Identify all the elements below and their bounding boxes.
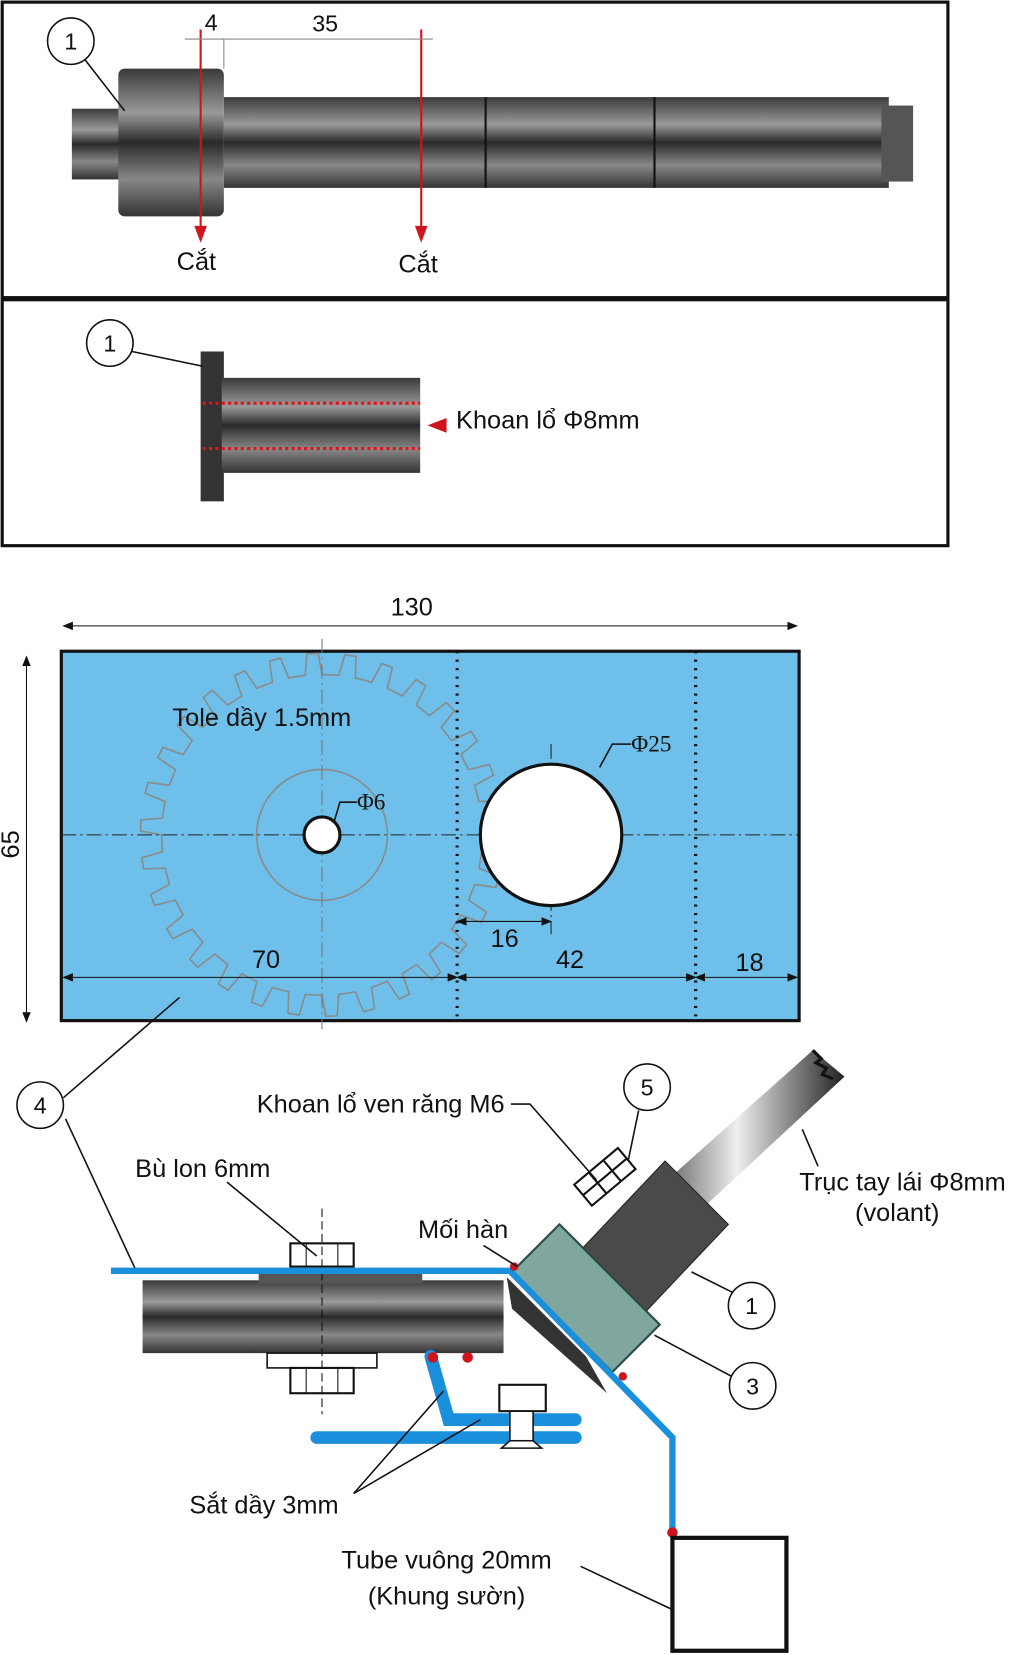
dim-35: 35	[312, 11, 338, 37]
dim-4: 4	[205, 10, 218, 36]
drill-label: Khoan lổ Φ8mm	[456, 407, 640, 435]
width-value: 130	[391, 593, 433, 621]
square-tube	[670, 1535, 789, 1653]
weld-label: Mối hàn	[418, 1216, 508, 1244]
large-hole-label: Φ25	[631, 732, 671, 758]
plate-section	[110, 1267, 676, 1536]
callout-circle	[728, 1361, 777, 1410]
callout-number: 3	[746, 1373, 759, 1399]
callout-number: 1	[103, 330, 116, 356]
callout-number: 1	[745, 1293, 758, 1319]
top-panel: 4 35 Cắt Cắt 1	[0, 0, 950, 300]
dim-70: 70	[252, 946, 280, 974]
assembly-drawing: 4 Khoan lổ ven răng M6 5 Bù lon 6mm	[16, 996, 1006, 1653]
plate	[59, 649, 801, 1023]
material-label: Tole dầy 1.5mm	[172, 704, 351, 732]
small-hole-label: Φ6	[357, 790, 386, 816]
callout-number: 5	[641, 1075, 654, 1101]
dim-18: 18	[735, 949, 763, 977]
small-hole	[302, 815, 342, 855]
nut-label: Bù lon 6mm	[135, 1155, 270, 1183]
callout-circle	[85, 319, 134, 368]
set-screw	[572, 1146, 638, 1208]
plate-drawing: 130 65 Tole dầy 1.5mm Φ6 Φ25 16 70 42 18	[0, 593, 801, 1030]
gear	[142, 1280, 504, 1354]
shaft-label: Trục tay lái Φ8mm	[799, 1169, 1005, 1197]
shaft-label-sub: (volant)	[855, 1199, 939, 1227]
callout-circle	[623, 1063, 672, 1112]
cut-label-left: Cắt	[177, 247, 216, 276]
callout-circle	[46, 17, 95, 66]
steering-shaft	[665, 1050, 845, 1214]
arrow-up-icon	[414, 225, 428, 243]
large-hole	[478, 762, 624, 908]
shaft-piece	[221, 377, 421, 473]
shaft-photo	[71, 68, 914, 217]
panel-frame	[0, 298, 950, 548]
height-value: 65	[0, 830, 25, 858]
arrow-left-icon	[427, 417, 447, 433]
arrow-up-icon	[194, 225, 207, 243]
callout-number: 1	[64, 29, 77, 55]
dim-42: 42	[556, 946, 584, 974]
bolt	[498, 1383, 547, 1449]
dim-16: 16	[491, 925, 519, 953]
tube-label-sub: (Khung sườn)	[368, 1582, 525, 1610]
callout-number: 4	[34, 1093, 47, 1119]
middle-panel: Khoan lổ Φ8mm 1	[0, 298, 950, 548]
callout-circle	[727, 1281, 776, 1330]
cut-label-right: Cắt	[398, 249, 437, 278]
gear-flange	[200, 351, 224, 502]
callout-circle	[16, 1081, 65, 1130]
tube-label: Tube vuông 20mm	[341, 1546, 551, 1574]
steel-label: Sắt dầy 3mm	[189, 1491, 338, 1520]
drill-m6-label: Khoan lổ ven răng M6	[257, 1090, 505, 1118]
